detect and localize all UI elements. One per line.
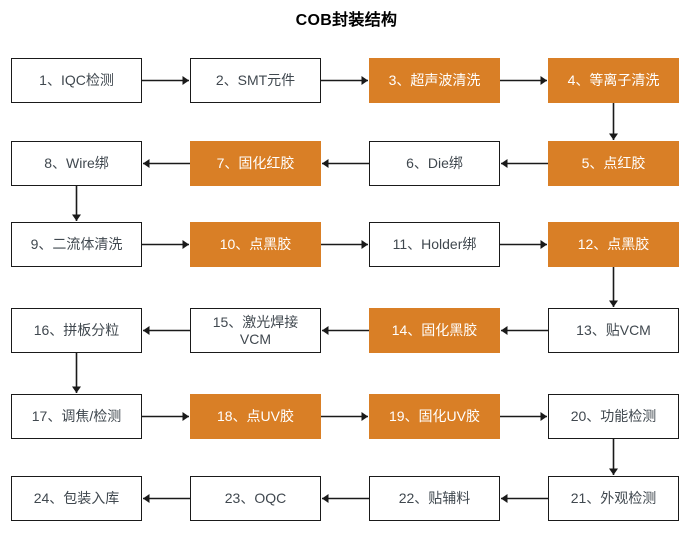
process-node-11[interactable]: 11、Holder绑 <box>369 222 500 267</box>
process-node-label: 7、固化红胶 <box>216 155 295 171</box>
process-node-16[interactable]: 16、拼板分粒 <box>11 308 142 353</box>
process-node-19[interactable]: 19、固化UV胶 <box>369 394 500 439</box>
process-node-2[interactable]: 2、SMT元件 <box>190 58 321 103</box>
process-node-9[interactable]: 9、二流体清洗 <box>11 222 142 267</box>
process-node-label: 17、调焦/检测 <box>31 408 122 424</box>
process-node-8[interactable]: 8、Wire绑 <box>11 141 142 186</box>
process-node-label: 1、IQC检测 <box>39 72 114 88</box>
process-node-14[interactable]: 14、固化黑胶 <box>369 308 500 353</box>
process-node-20[interactable]: 20、功能检测 <box>548 394 679 439</box>
process-node-label: 13、贴VCM <box>576 322 651 338</box>
process-node-12[interactable]: 12、点黑胶 <box>548 222 679 267</box>
process-node-3[interactable]: 3、超声波清洗 <box>369 58 500 103</box>
page-title: COB封装结构 <box>295 12 398 29</box>
process-node-24[interactable]: 24、包装入库 <box>11 476 142 521</box>
process-node-4[interactable]: 4、等离子清洗 <box>548 58 679 103</box>
process-node-label: 23、OQC <box>224 490 287 506</box>
process-node-label: 2、SMT元件 <box>215 72 296 88</box>
process-node-label: 3、超声波清洗 <box>388 72 481 88</box>
process-node-5[interactable]: 5、点红胶 <box>548 141 679 186</box>
process-node-label: 6、Die绑 <box>406 155 463 171</box>
process-node-label: 4、等离子清洗 <box>567 72 660 88</box>
process-node-17[interactable]: 17、调焦/检测 <box>11 394 142 439</box>
process-node-label: 5、点红胶 <box>581 155 646 171</box>
process-node-label: 24、包装入库 <box>33 490 120 506</box>
process-node-label: 11、Holder绑 <box>392 236 477 252</box>
process-node-label: 10、点黑胶 <box>219 236 292 252</box>
process-node-22[interactable]: 22、贴辅料 <box>369 476 500 521</box>
process-node-10[interactable]: 10、点黑胶 <box>190 222 321 267</box>
process-node-label: 8、Wire绑 <box>44 155 109 171</box>
process-node-label: 14、固化黑胶 <box>391 322 478 338</box>
process-node-label: 20、功能检测 <box>570 408 657 424</box>
process-node-21[interactable]: 21、外观检测 <box>548 476 679 521</box>
process-node-1[interactable]: 1、IQC检测 <box>11 58 142 103</box>
process-node-6[interactable]: 6、Die绑 <box>369 141 500 186</box>
process-node-label: 21、外观检测 <box>570 490 657 506</box>
process-node-label: 15、激光焊接 VCM <box>212 313 299 347</box>
process-node-label: 18、点UV胶 <box>216 408 295 424</box>
process-node-label: 9、二流体清洗 <box>30 236 123 252</box>
process-node-13[interactable]: 13、贴VCM <box>548 308 679 353</box>
process-node-7[interactable]: 7、固化红胶 <box>190 141 321 186</box>
process-node-label: 12、点黑胶 <box>577 236 650 252</box>
process-node-15[interactable]: 15、激光焊接 VCM <box>190 308 321 353</box>
process-node-label: 16、拼板分粒 <box>33 322 120 338</box>
process-node-18[interactable]: 18、点UV胶 <box>190 394 321 439</box>
process-node-label: 19、固化UV胶 <box>388 408 481 424</box>
process-node-label: 22、贴辅料 <box>398 490 471 506</box>
process-node-23[interactable]: 23、OQC <box>190 476 321 521</box>
